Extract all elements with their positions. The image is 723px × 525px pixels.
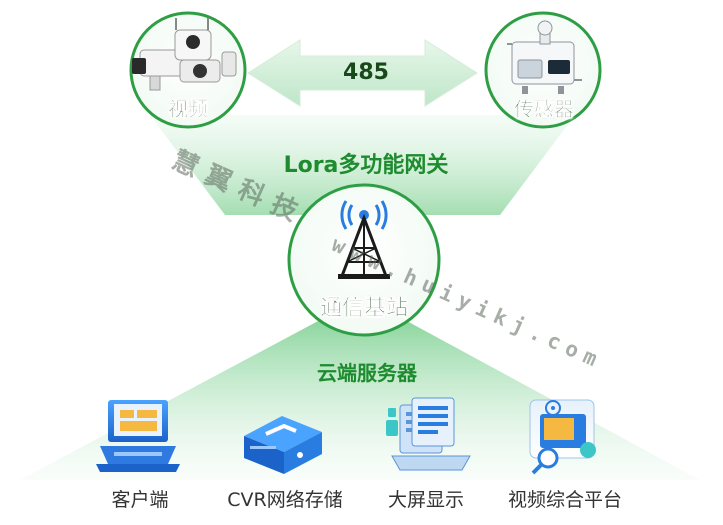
client-label-0: 客户端 [111,489,169,511]
server-title: 云端服务器 [317,361,417,385]
sensor-icon [507,20,582,94]
client-label-2: 大屏显示 [387,489,464,511]
video-platform-icon [529,399,596,475]
sensor-label: 传感器 [514,97,574,121]
bidirectional-arrow [247,39,478,107]
video-label: 视频 [168,97,208,121]
client-label-3: 视频综合平台 [507,489,622,511]
video-node [129,11,247,129]
upper-fan [150,115,575,215]
gateway-title: Lora多功能网关 [283,153,449,178]
station-label: 通信基站 [319,296,408,321]
camera-icon [132,18,237,91]
storage-device-icon [244,416,322,474]
computer-icon [96,400,180,472]
tower-icon [338,200,390,279]
station-node [287,183,441,337]
client-label-1: CVR网络存储 [227,489,343,511]
link-label: 485 [343,60,389,85]
large-screen-icon [386,397,471,471]
sensor-node [484,11,602,129]
